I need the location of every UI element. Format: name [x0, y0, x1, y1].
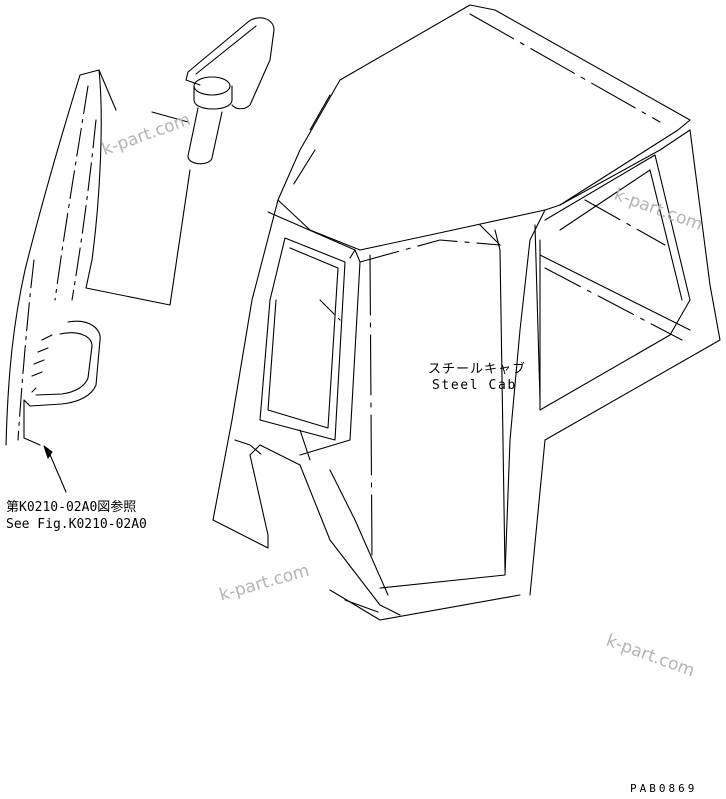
- figure-reference-en: See Fig.K0210-02A0: [6, 517, 147, 532]
- figure-reference-jp: 第K0210-02A0図参照: [6, 500, 137, 515]
- cab-label-en: Steel Cab: [432, 378, 517, 393]
- handle-knob-part: [151, 17, 275, 306]
- cab-label-jp: スチールキャブ: [428, 362, 527, 377]
- drawing-code: PAB0869: [630, 782, 698, 795]
- steel-cab: [212, 4, 721, 621]
- pillar-trim-part: [5, 69, 171, 493]
